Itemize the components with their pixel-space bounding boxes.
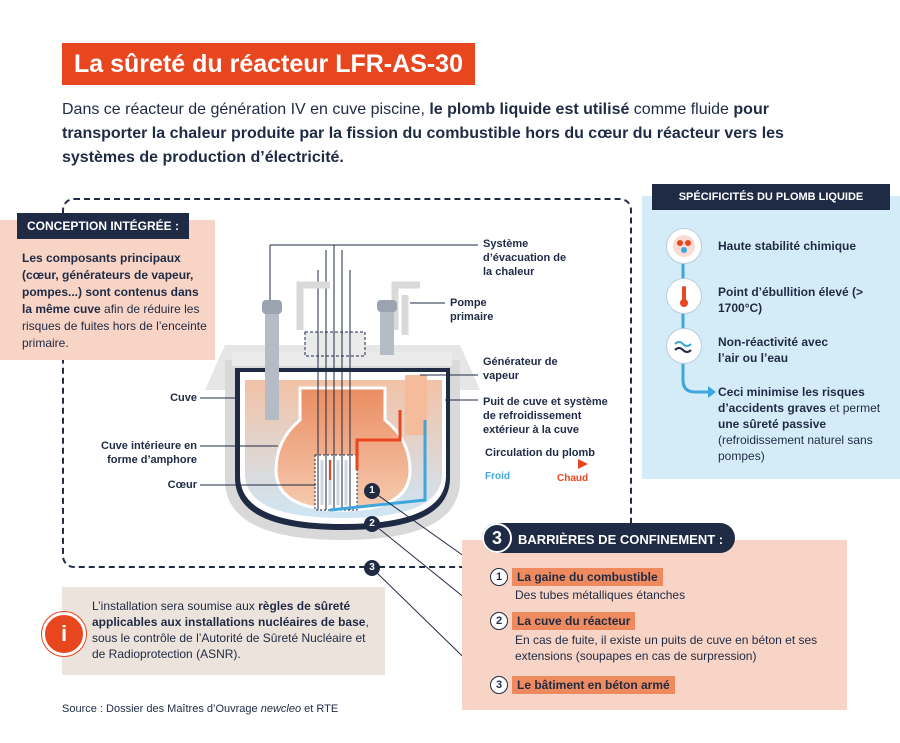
label-primary-pump: Pompe primaire	[450, 297, 494, 323]
primary-pump	[380, 305, 394, 355]
diagram-marker-3: 3	[364, 560, 380, 576]
label-hot: Chaud	[557, 473, 589, 484]
label-circulation: Circulation du plomb	[485, 447, 595, 459]
barrier-2-number: 2	[490, 612, 508, 630]
hot-flow-arrow	[355, 410, 402, 470]
info-icon: i	[42, 612, 86, 656]
label-steam-generator: Générateur de vapeur	[483, 356, 558, 382]
barrier-3-title: Le bâtiment en béton armé	[512, 676, 675, 694]
cold-flow-arrow	[329, 420, 427, 512]
info-text: L’installation sera soumise aux règles d…	[92, 599, 369, 661]
label-heat-evacuation: Système d’évacuation de la chaleur	[483, 238, 567, 278]
steam-generator	[405, 375, 427, 435]
spec-item-nonreactivity: Non-réactivité avec l’air ou l’eau	[718, 335, 829, 365]
page-title: La sûreté du réacteur LFR-AS-30	[62, 43, 475, 85]
diagram-marker-1: 1	[364, 483, 380, 499]
diagram-marker-2: 2	[364, 516, 380, 532]
heat-evacuation-column	[265, 300, 279, 420]
barrier-2-title: La cuve du réacteur	[512, 612, 636, 630]
control-rods	[317, 245, 351, 510]
barriers-count: 3	[482, 523, 512, 553]
label-vessel-pit: Puit de cuve et système de refroidisseme…	[483, 396, 608, 436]
source-note: Source : Dossier des Maîtres d’Ouvrage n…	[62, 703, 339, 715]
molecule-icon	[666, 228, 702, 264]
label-cold: Froid	[485, 471, 510, 482]
label-core: Cœur	[167, 479, 197, 491]
spec-item-boiling: Point d’ébullition élevé (> 1700°C)	[718, 285, 864, 315]
info-panel	[62, 587, 385, 675]
dome	[304, 331, 366, 357]
label-vessel: Cuve	[170, 392, 197, 404]
conception-text: Les composants principaux (cœur, générat…	[22, 251, 207, 350]
barrier-2-text: En cas de fuite, il existe un puits de c…	[515, 633, 818, 663]
barrier-1-number: 1	[490, 568, 508, 586]
barrier-1-text: Des tubes métalliques étanches	[515, 588, 686, 602]
label-inner-vessel: Cuve intérieure en forme d’amphore	[101, 440, 197, 466]
spec-item-stability: Haute stabilité chimique	[718, 239, 857, 253]
specs-heading: SPÉCIFICITÉS DU PLOMB LIQUIDE	[652, 184, 890, 210]
barrier-3-number: 3	[490, 676, 508, 694]
intro-text: Dans ce réacteur de génération IV en cuv…	[62, 101, 784, 166]
top-pipes	[296, 281, 420, 335]
conception-panel	[0, 220, 215, 360]
reactor-building-frame	[62, 198, 632, 568]
spec-conclusion: Ceci minimise les risques d’accidents gr…	[718, 385, 881, 463]
conception-heading: CONCEPTION INTÉGRÉE :	[17, 213, 190, 239]
water-wave-icon	[666, 328, 702, 364]
thermometer-icon	[666, 278, 702, 314]
barrier-1-title: La gaine du combustible	[512, 568, 663, 586]
